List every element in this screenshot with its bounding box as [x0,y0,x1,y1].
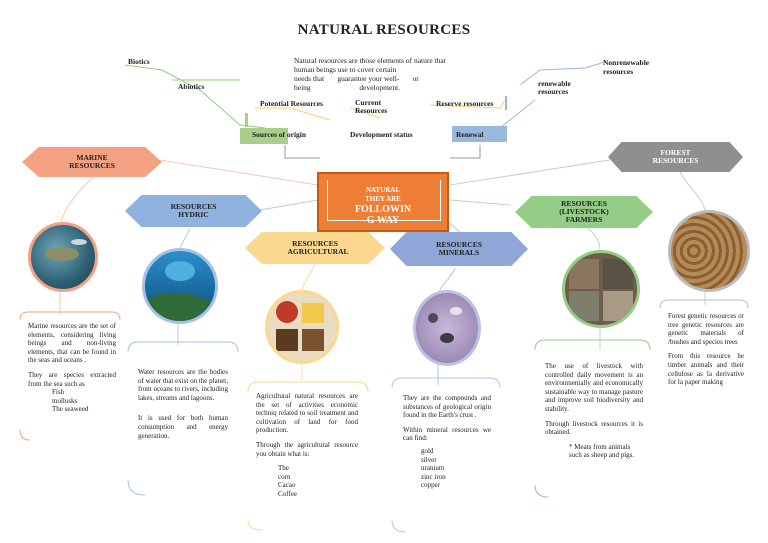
list-item: The [278,464,289,473]
label-biotics: Biotics [128,57,150,66]
minerals-image [413,290,481,366]
label-abiotics: Abiotics [178,82,205,91]
agri-products-intro: Through the agricultural resource you ob… [256,440,358,458]
forest-image [668,210,750,292]
minerals-list-intro: Within mineral resources we can find: [403,425,491,443]
list-item: gold [421,446,434,455]
label-sources-origin: Sources of origin [252,130,307,139]
hydric-image [142,248,218,324]
hydric-usage: It is used for both human consumption an… [138,414,228,440]
intro-line: Natural resources are those elements of … [294,56,446,65]
marine-description: Marine resources are the set of elements… [28,322,116,365]
category-forest: FOREST RESOURCES [608,142,743,172]
agricultural-image [265,290,339,364]
minerals-card: They are the compounds and substances of… [403,394,491,490]
minerals-description: They are the compounds and substances of… [403,394,491,420]
agri-description: Agricultural natural resources are the s… [256,392,358,435]
intro-text: Natural resources are those elements of … [294,56,464,92]
marine-image [28,222,98,292]
forest-description: Forest genetic resources or tree genetic… [668,312,744,346]
intro-line: needs that guarantee your well- or [294,74,419,83]
farmers-description: The use of livestock with controlled dai… [545,362,643,413]
center-line: FOLLOWIN [354,204,412,215]
list-item: zinc iron [421,472,446,481]
label-renewal: Renewal [456,130,484,139]
label-potential: Potential Resources [260,99,323,108]
label-renewable: renewable resources [538,79,571,96]
farmers-card: The use of livestock with controlled dai… [545,362,643,466]
list-item: uranium [421,464,445,473]
center-box: NATURAL THEY ARE FOLLOWIN G WAY [317,172,449,232]
farmers-meats: * Meats from animals such as sheep and p… [569,442,635,460]
category-agricultural: RESOURCES AGRICULTURAL [245,232,385,264]
list-item: silver [421,455,437,464]
agricultural-card: Agricultural natural resources are the s… [256,392,358,499]
livestock-image [562,250,640,328]
label-development: Development status [350,130,413,139]
list-item: mollusks [52,396,78,405]
marine-card: Marine resources are the set of elements… [28,322,116,414]
forest-products: From this resource he timber animals and… [668,352,744,387]
hydric-description: Water resources are the bodies of water … [138,368,228,402]
label-current: Current Resources [355,98,388,115]
label-nonrenewable: Nonrenewable resources [603,58,650,76]
intro-line: being development. [294,83,401,92]
category-marine: MARINE RESOURCES [22,147,162,177]
forest-card: Forest genetic resources or tree genetic… [668,312,744,393]
list-item: Fish [52,388,65,397]
marine-species-intro: They are species extracted from the sea … [28,370,116,388]
category-farmers: RESOURCES (LIVESTOCK) FARMERS [515,196,653,228]
center-line: NATURAL [365,186,401,194]
hydric-card: Water resources are the bodies of water … [138,368,228,446]
intro-line: human beings use to cover certain [294,65,397,74]
list-item: Coffee [278,489,297,498]
farmers-obtained: Through livestock resources it is obtain… [545,419,643,437]
list-item: Cacao [278,481,296,490]
label-reserve: Reserve resources [436,99,494,108]
page-title: NATURAL RESOURCES [297,22,471,38]
list-item: corn [278,472,291,481]
category-minerals: RESOURCES MINERALS [390,232,528,266]
category-hydric: RESOURCES HYDRIC [125,195,262,227]
center-line: THEY ARE [365,195,401,203]
list-item: copper [421,481,441,490]
list-item: The seaweed [52,405,89,414]
